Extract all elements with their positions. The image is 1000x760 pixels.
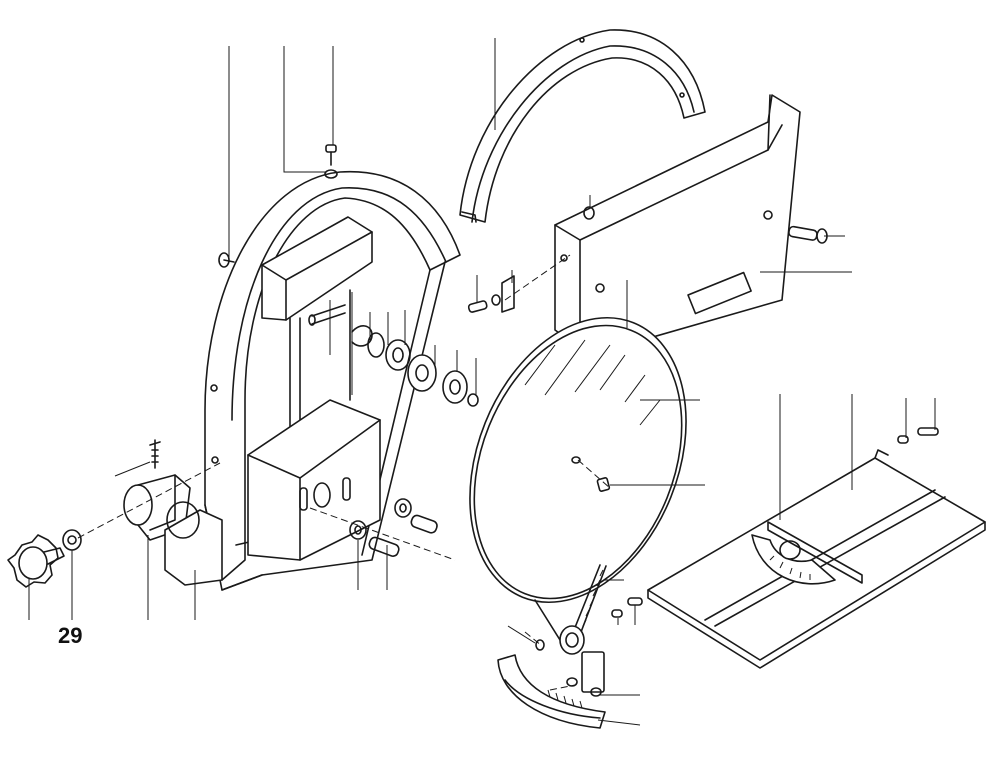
tilt-scale bbox=[497, 639, 606, 729]
assembly-axes bbox=[77, 254, 611, 691]
bracket-fasteners bbox=[467, 275, 515, 313]
knob-assembly bbox=[7, 474, 223, 588]
arc-guard bbox=[459, 29, 706, 223]
lower-fasteners bbox=[349, 498, 438, 557]
belt-drive bbox=[534, 564, 607, 655]
rear-housing bbox=[554, 94, 828, 356]
left-housing bbox=[204, 170, 461, 591]
bearing-stack bbox=[351, 325, 479, 407]
work-table bbox=[611, 427, 986, 669]
leader-lines bbox=[28, 38, 936, 726]
housing-screws bbox=[149, 144, 338, 469]
callout-29: 29 bbox=[58, 623, 82, 648]
